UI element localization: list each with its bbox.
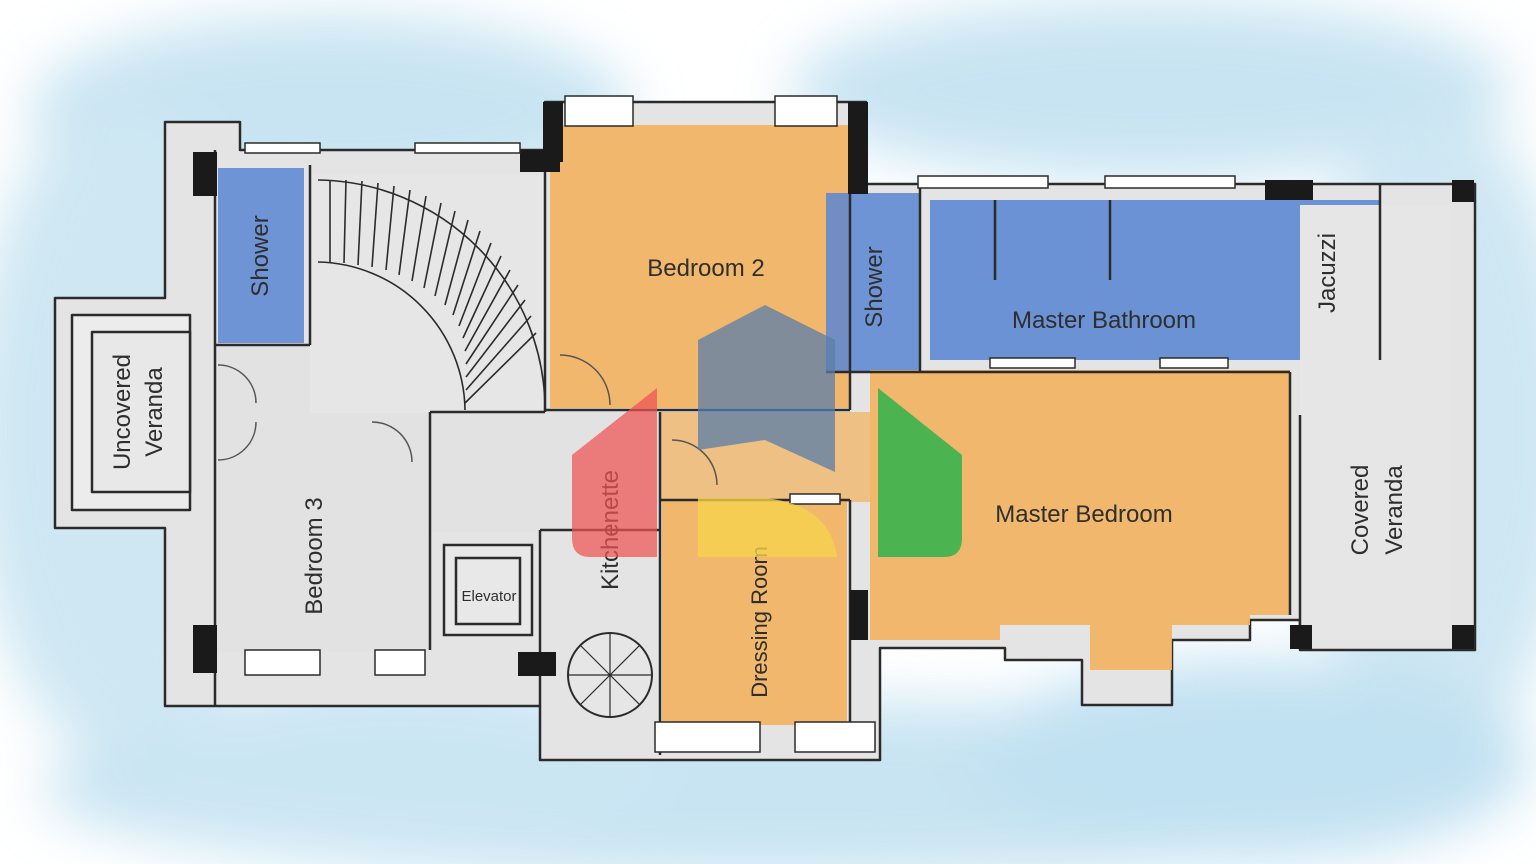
label-uncovered-veranda-line1: Uncovered (109, 354, 136, 470)
logo-red-wing (572, 388, 657, 557)
door-swings (217, 354, 718, 486)
label-bedroom3: Bedroom 3 (301, 497, 328, 614)
label-master-bathroom: Master Bathroom (1012, 307, 1196, 334)
columns (193, 102, 1474, 676)
floor-stair-hall (310, 175, 545, 413)
curved-staircase (317, 179, 546, 411)
label-jacuzzi: Jacuzzi (1314, 233, 1341, 313)
floor-master-bedroom (870, 370, 1290, 670)
floor-shower-left (218, 168, 304, 343)
label-covered-veranda-line1: Covered (1347, 465, 1374, 556)
label-uncovered-veranda-line2: Veranda (141, 367, 168, 457)
label-covered-veranda-line2: Veranda (1381, 465, 1408, 555)
logo-green-wing (878, 388, 962, 557)
logo-yellow-base (698, 498, 837, 557)
floor-elevator (444, 545, 532, 635)
label-elevator: Elevator (461, 588, 516, 605)
windows (244, 95, 1236, 753)
house-logo-icon (572, 305, 962, 557)
spiral-stair-treads (568, 633, 652, 717)
label-master-bedroom: Master Bedroom (995, 501, 1172, 528)
room-floors (215, 125, 1450, 725)
floor-shower-right (826, 193, 920, 371)
floor-covered-veranda (1300, 205, 1450, 640)
label-shower-right: Shower (861, 246, 888, 327)
label-dressing-room: Dressing Room (747, 546, 772, 698)
label-shower-left: Shower (247, 215, 274, 296)
interior-walls (213, 102, 1382, 755)
label-bedroom2: Bedroom 2 (647, 255, 764, 282)
logo-blue-house (698, 305, 835, 472)
